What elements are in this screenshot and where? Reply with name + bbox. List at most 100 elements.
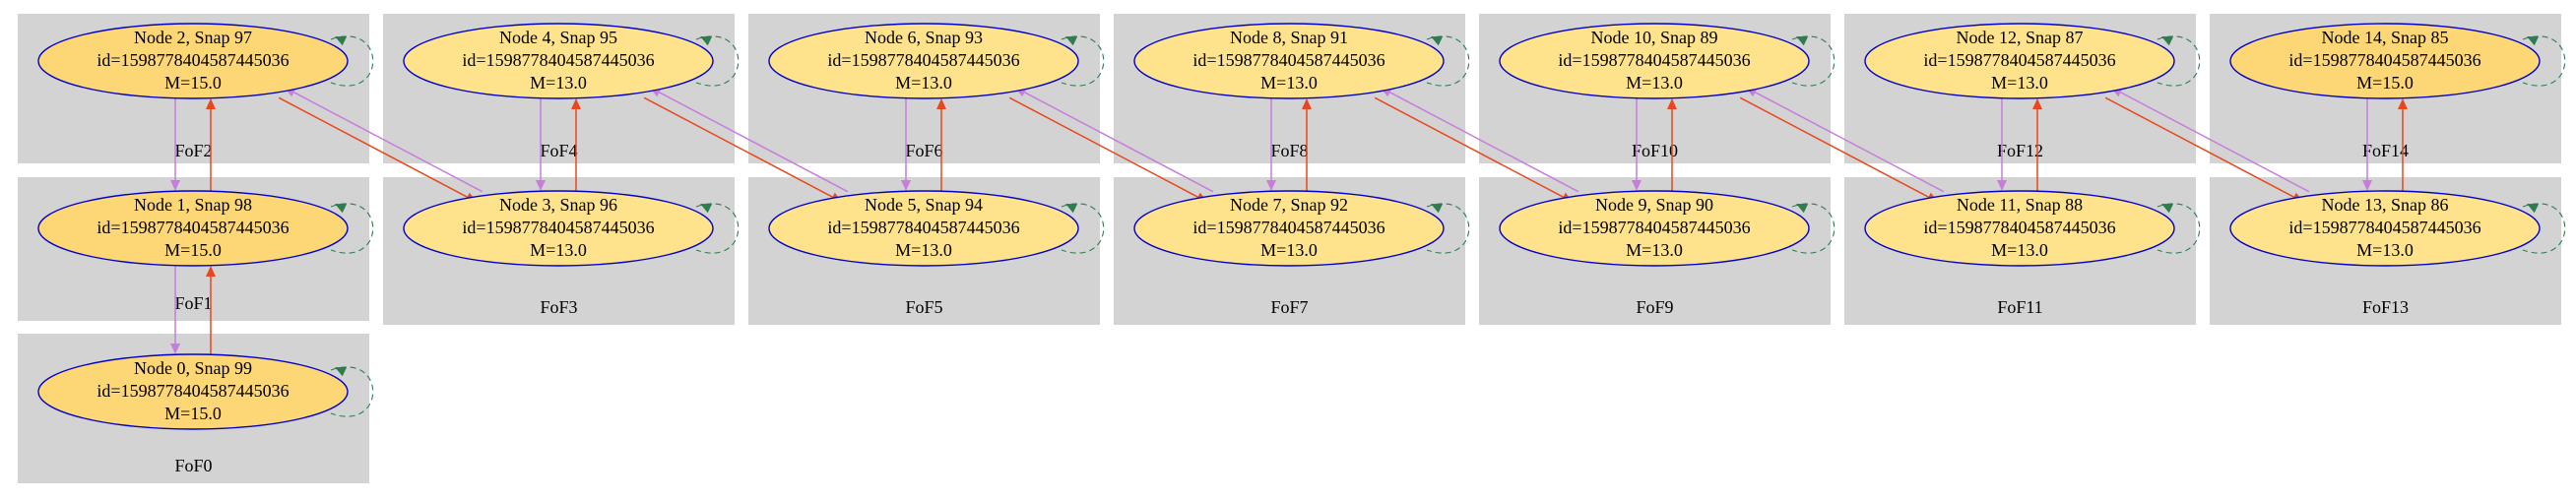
cluster-label: FoF13	[2362, 297, 2409, 317]
progenitor-link	[1374, 96, 1564, 198]
edge-n5-n6	[901, 98, 946, 191]
node-mass: M=13.0	[1260, 73, 1318, 93]
node-id-line: id=1598778404587445036	[2288, 50, 2480, 70]
node-id-line: id=1598778404587445036	[97, 381, 289, 401]
node-mass: M=13.0	[1260, 240, 1318, 260]
node-title: Node 1, Snap 98	[134, 195, 252, 215]
progenitor-arrowhead	[2398, 98, 2408, 109]
halo-node-n9[interactable]: Node 9, Snap 90id=1598778404587445036M=1…	[1499, 190, 1835, 267]
descendant-link	[1024, 92, 1214, 193]
halo-node-n14[interactable]: Node 14, Snap 85id=1598778404587445036M=…	[2229, 23, 2566, 99]
halo-node-n12[interactable]: Node 12, Snap 87id=1598778404587445036M=…	[1864, 23, 2201, 99]
node-ellipse	[1499, 23, 1810, 99]
node-title: Node 3, Snap 96	[499, 195, 617, 215]
descendant-link	[2120, 92, 2310, 193]
progenitor-arrowhead	[1667, 98, 1677, 109]
node-ellipse	[403, 23, 714, 99]
node-ellipse	[37, 353, 349, 430]
cluster-label: FoF12	[1997, 141, 2043, 160]
cluster-label: FoF4	[540, 141, 577, 160]
self-loop-arrowhead	[1431, 204, 1444, 214]
self-loop-arrowhead	[1065, 36, 1078, 46]
progenitor-link	[1008, 96, 1198, 198]
cluster-label: FoF14	[2362, 141, 2409, 160]
progenitor-arrowhead	[571, 98, 581, 109]
progenitor-link	[643, 96, 833, 198]
node-mass: M=13.0	[1991, 240, 2048, 260]
descendant-link	[659, 92, 849, 193]
cluster-label: FoF3	[540, 297, 577, 317]
halo-node-n2[interactable]: Node 2, Snap 97id=1598778404587445036M=1…	[37, 23, 374, 99]
descendant-arrowhead	[901, 180, 911, 191]
node-title: Node 12, Snap 87	[1957, 28, 2084, 47]
halo-node-n4[interactable]: Node 4, Snap 95 id=1598778404587445036M=1…	[403, 23, 740, 99]
node-title: Node 11, Snap 88	[1957, 195, 2083, 215]
halo-node-n8[interactable]: Node 8, Snap 91id=1598778404587445036M=1…	[1133, 23, 1470, 99]
node-title: Node 10, Snap 89	[1591, 28, 1718, 47]
node-ellipse	[2229, 23, 2541, 99]
progenitor-link	[278, 96, 468, 198]
halo-node-n1[interactable]: Node 1, Snap 98id=1598778404587445036M=1…	[37, 190, 374, 267]
node-ellipse	[1864, 23, 2175, 99]
edge-n3-n4	[536, 98, 581, 191]
self-loop-arrowhead	[1065, 204, 1078, 214]
descendant-arrowhead	[170, 344, 180, 354]
progenitor-arrowhead	[206, 98, 216, 109]
self-loop-arrowhead	[335, 36, 348, 46]
node-title: Node 6, Snap 93	[865, 28, 983, 47]
node-id-line: id=1598778404587445036	[462, 50, 654, 70]
descendant-arrowhead	[1997, 180, 2007, 191]
node-ellipse	[768, 23, 1079, 99]
cluster-label: FoF5	[905, 297, 942, 317]
node-title: Node 0, Snap 99	[134, 358, 252, 378]
halo-node-n10[interactable]: Node 10, Snap 89 id=1598778404587445036M=…	[1499, 23, 1835, 99]
self-loop-arrowhead	[700, 36, 713, 46]
cluster-label: FoF2	[174, 141, 212, 160]
halo-node-n6[interactable]: Node 6, Snap 93id=1598778404587445036M=1…	[768, 23, 1105, 99]
halo-node-n5[interactable]: Node 5, Snap 94id=1598778404587445036M=1…	[768, 190, 1105, 267]
self-loop-arrowhead	[1796, 204, 1809, 214]
node-mass: M=13.0	[530, 73, 587, 93]
halo-node-n7[interactable]: Node 7, Snap 92id=1598778404587445036M=1…	[1133, 190, 1470, 267]
node-id-line: id=1598778404587445036	[97, 50, 289, 70]
cluster-label: FoF8	[1270, 141, 1308, 160]
cluster-label: FoF11	[1997, 297, 2042, 317]
progenitor-arrowhead	[2032, 98, 2042, 109]
halo-node-n3[interactable]: Node 3, Snap 96id=1598778404587445036M=1…	[403, 190, 740, 267]
halo-node-n13[interactable]: Node 13, Snap 86id=1598778404587445036M=…	[2229, 190, 2566, 267]
self-loop-arrowhead	[1431, 36, 1444, 46]
node-mass: M=13.0	[1991, 73, 2048, 93]
nodes-layer: Node 0, Snap 99id=1598778404587445036M=1…	[37, 23, 2566, 430]
node-id-line: id=1598778404587445036	[827, 50, 1019, 70]
edge-n13-n14	[2362, 98, 2408, 191]
node-mass: M=15.0	[164, 73, 222, 93]
descendant-link	[1755, 92, 1945, 193]
node-mass: M=15.0	[164, 404, 222, 423]
self-loop-arrowhead	[335, 367, 348, 377]
self-loop-arrowhead	[2527, 204, 2540, 214]
halo-node-n11[interactable]: Node 11, Snap 88 id=1598778404587445036M=…	[1864, 190, 2201, 267]
node-mass: M=13.0	[1626, 73, 1683, 93]
node-id-line: id=1598778404587445036	[2288, 218, 2480, 237]
node-title: Node 4, Snap 95	[499, 28, 617, 47]
node-mass: M=13.0	[1626, 240, 1683, 260]
edge-n1-n2	[170, 98, 216, 191]
node-ellipse	[403, 190, 714, 267]
node-ellipse	[1499, 190, 1810, 267]
descendant-arrowhead	[2362, 180, 2372, 191]
node-id-line: id=1598778404587445036	[462, 218, 654, 237]
node-mass: M=13.0	[2356, 240, 2414, 260]
edge-n7-n8	[1266, 98, 1312, 191]
node-ellipse	[37, 190, 349, 267]
node-ellipse	[1133, 23, 1445, 99]
halo-node-n0[interactable]: Node 0, Snap 99 id=1598778404587445036M=1…	[37, 353, 374, 430]
node-id-line: id=1598778404587445036	[1192, 218, 1385, 237]
progenitor-arrowhead	[206, 266, 216, 277]
edge-n9-n10	[1632, 98, 1677, 191]
self-loop-arrowhead	[335, 204, 348, 214]
node-id-line: id=1598778404587445036	[1923, 218, 2115, 237]
cluster-label: FoF9	[1636, 297, 1673, 317]
self-loop-arrowhead	[2161, 36, 2174, 46]
node-id-line: id=1598778404587445036	[1558, 50, 1750, 70]
